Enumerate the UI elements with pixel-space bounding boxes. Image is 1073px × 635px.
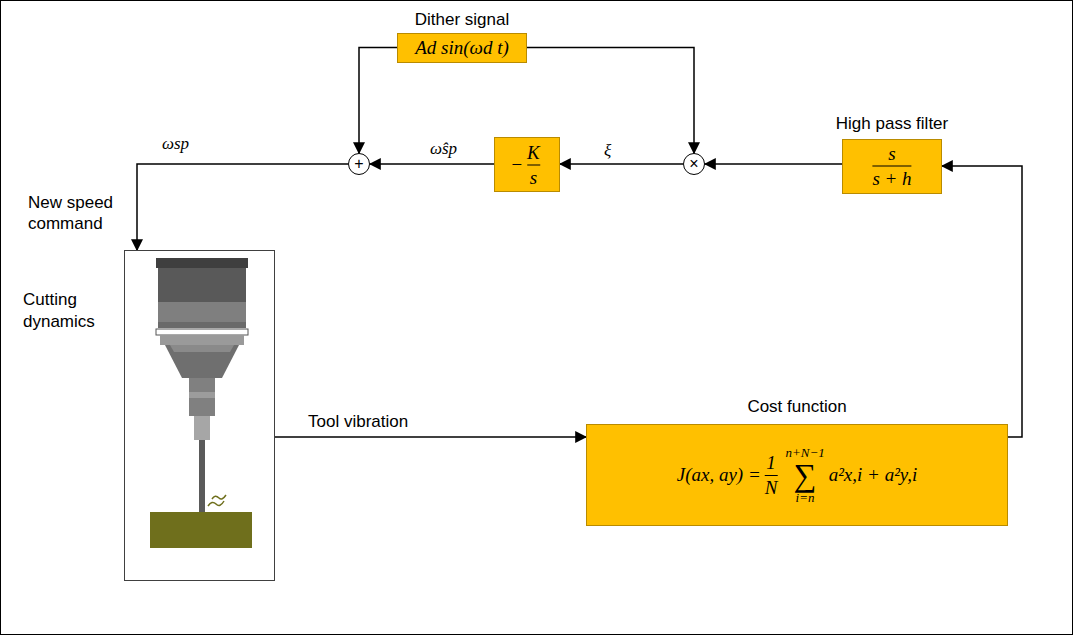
block-title: High pass filter: [836, 114, 948, 134]
node-content: Ad sin(ωd t): [415, 37, 509, 59]
sign: −: [510, 154, 523, 176]
fraction: Ks: [527, 141, 540, 188]
sum-operator: n+N−1∑i=n: [785, 446, 824, 504]
multiplier-junction: ×: [683, 153, 705, 175]
denominator: N: [765, 477, 778, 499]
signal-arrow: [705, 163, 842, 165]
cost-function-box: J(ax, ay) =1Nn+N−1∑i=na²x,i + a²y,iCost …: [586, 424, 1008, 526]
denominator: s: [530, 166, 537, 188]
signal-name: ξ: [602, 140, 613, 161]
node-content: −Ks: [510, 141, 544, 188]
node-content: ×: [689, 156, 698, 172]
annotation-label: New speed command: [26, 192, 128, 235]
fraction: 1N: [765, 452, 778, 499]
milling-spindle-illustration: [150, 258, 252, 548]
summing-junction: +: [348, 153, 370, 175]
signal-arrow: [370, 163, 494, 165]
dither-box: Ad sin(ωd t)Dither signal: [397, 33, 527, 63]
node-content: s s + h: [868, 143, 915, 190]
formula-terms: a²x,i + a²y,i: [829, 464, 918, 486]
denominator: s + h: [872, 168, 911, 190]
fraction-bar: [872, 166, 911, 167]
signal-arrow: [359, 48, 397, 154]
block-title: Cost function: [747, 397, 846, 417]
block-title: Dither signal: [415, 10, 510, 30]
block-title: Cutting dynamics: [23, 289, 115, 333]
block-expression: Ad sin(ωd t): [415, 37, 509, 59]
signal-name: ωsp: [160, 133, 191, 154]
signal-name: ω̂sp: [428, 138, 459, 159]
signal-arrow: [942, 166, 1022, 437]
signal-name: Tool vibration: [306, 411, 410, 432]
signal-arrow: [560, 163, 683, 165]
cutting-dynamics-box: Cutting dynamics: [124, 250, 275, 581]
formula-lhs: J(ax, ay) =: [677, 464, 761, 486]
fraction-bar: [765, 475, 778, 476]
node-content: J(ax, ay) =1Nn+N−1∑i=na²x,i + a²y,i: [677, 446, 918, 504]
signal-arrow: [275, 436, 586, 438]
upper-limit: n+N−1: [785, 446, 824, 459]
high-pass-filter-box: ss + hHigh pass filter: [842, 139, 942, 194]
numerator: K: [527, 141, 540, 163]
fraction-bar: [527, 164, 540, 165]
fraction: s s + h: [872, 143, 911, 190]
integrator-box: −Ks: [494, 137, 560, 192]
node-content: +: [354, 156, 363, 172]
numerator: 1: [766, 452, 776, 474]
sum-sign: ∑: [794, 459, 817, 491]
junction-sign: +: [354, 156, 363, 172]
signal-arrow: [137, 164, 348, 250]
numerator: s: [888, 143, 895, 165]
lower-limit: i=n: [796, 491, 815, 504]
junction-sign: ×: [689, 156, 698, 172]
